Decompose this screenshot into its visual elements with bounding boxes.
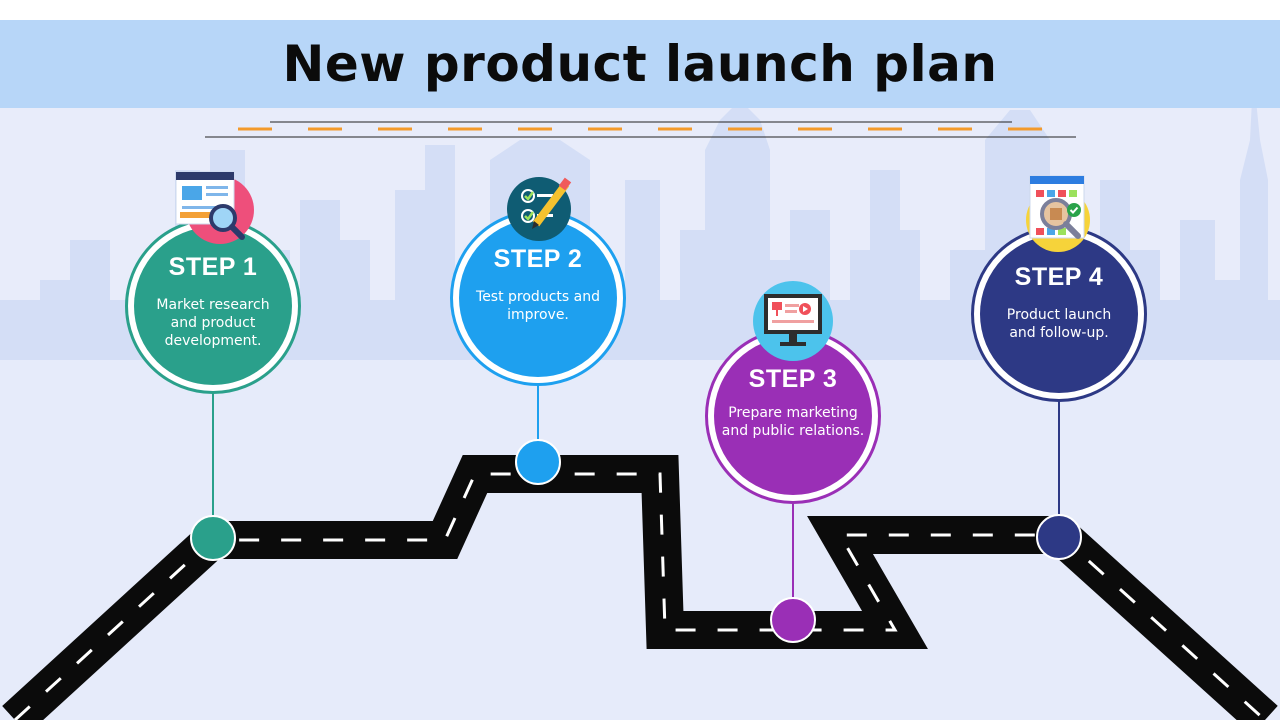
road-markers (190, 439, 1082, 643)
header-bar (0, 20, 1280, 108)
step-4-circle: STEP 4 Product launch and follow-up. (980, 235, 1138, 393)
product-analysis-icon (1026, 175, 1090, 252)
marker-step-2 (515, 439, 561, 485)
step-1-circle: STEP 1 Market research and product devel… (134, 227, 292, 385)
step-3-title: STEP 3 (748, 365, 838, 393)
marker-step-1 (190, 515, 236, 561)
presentation-monitor-icon (753, 281, 833, 361)
step-2-description: Test products and improve. (476, 289, 600, 323)
step-4-description: Product launch and follow-up. (1006, 307, 1112, 341)
winding-road (2, 455, 1278, 720)
step-2-circle: STEP 2 Test products and improve. (459, 219, 617, 377)
step-2-title: STEP 2 (493, 245, 583, 273)
step-1-title: STEP 1 (168, 253, 258, 281)
step-1-description: Market research and product development. (156, 297, 270, 349)
step-3-circle: STEP 3 Prepare marketing and public rela… (714, 337, 872, 495)
step-3-description: Prepare marketing and public relations. (721, 405, 865, 439)
marker-step-4 (1036, 514, 1082, 560)
marker-step-3 (770, 597, 816, 643)
research-document-magnifier-icon (175, 171, 254, 244)
top-strip (0, 0, 1280, 20)
page-title: New product launch plan (282, 35, 998, 93)
checklist-pencil-icon (507, 177, 572, 241)
header-decoration (205, 121, 1076, 138)
step-4-title: STEP 4 (1014, 263, 1104, 291)
